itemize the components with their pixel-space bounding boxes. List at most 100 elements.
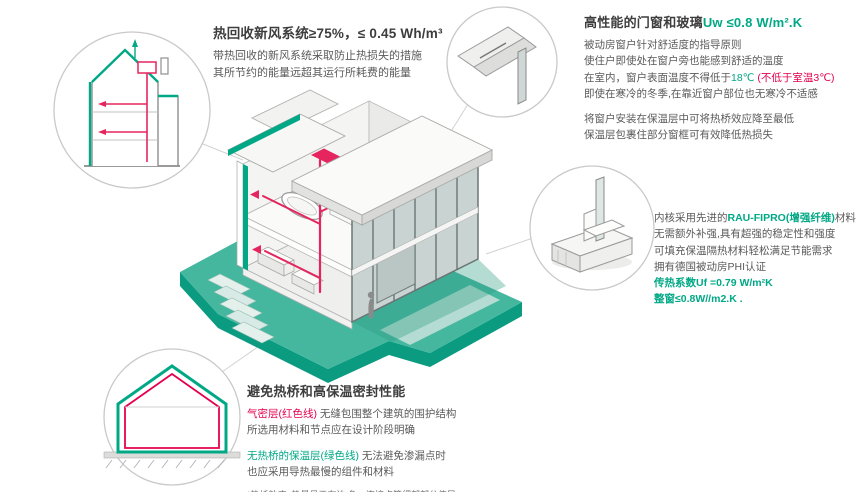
facade-floor-band — [351, 206, 479, 277]
airtight-layer-text: 无缝包围整个建筑的围护结构 — [317, 408, 457, 420]
hrv-body-line: 其所节约的能量远超其运行所耗费的能量 — [213, 67, 411, 80]
kitchen-island-front — [291, 273, 315, 295]
thermal-footnote: *热桥效应: 热量易于在边,角、连接点等细部部分传导 — [247, 489, 456, 492]
windows-temp-value: 18℃ — [731, 71, 755, 84]
flat-roof — [290, 115, 494, 226]
window-detail-inset-circle — [446, 6, 558, 118]
profile-frame — [582, 219, 626, 237]
hatch — [189, 459, 197, 469]
frame-detail-line — [479, 42, 507, 59]
exhaust-tip — [132, 39, 138, 47]
hrv-title: 热回收新风系统≥75%，≤ 0.45 Wh/m³ — [213, 26, 443, 41]
roof-top — [290, 115, 494, 216]
windows-body-line: 保温层包裹住部分窗框可有效降低热损失 — [584, 129, 773, 142]
window-profile-inset-circle — [529, 165, 655, 291]
insulation-layer-label: 无热桥的保温层(绿色线) — [247, 449, 359, 462]
hatch — [161, 459, 169, 469]
isometric-house-illustration — [180, 89, 522, 383]
windows-title-value: Uw ≤0.8 W/m².K — [702, 15, 803, 30]
paragraph-gap — [247, 439, 456, 448]
profile-material-text: 内核采用先进的 — [654, 212, 728, 224]
thermal-body-line: 无热桥的保温层(绿色线) 无法避免渗漏点时 — [247, 448, 456, 464]
insulation-green-line — [116, 364, 228, 454]
leader-line — [485, 237, 534, 255]
glass-facade — [351, 153, 479, 324]
bathtub-inner — [287, 196, 317, 216]
windows-body-line: 在室内，窗户表面温度不得低于18℃ (不低于室温3℃) — [584, 70, 835, 86]
windows-title-main: 高性能的门窗和玻璃 — [584, 15, 703, 30]
insulation-layer-text: 无法避免渗漏点时 — [359, 449, 446, 462]
hatch — [147, 459, 155, 469]
windows-body-line: 使住户即使处在窗户旁也能感到舒适的温度 — [584, 55, 784, 68]
hrv-ducts — [98, 61, 157, 162]
cut-wall-edge — [236, 160, 244, 269]
profile-body-line: 拥有德国被动房PHI认证 — [654, 260, 767, 273]
hrv-inset-circle — [53, 31, 211, 189]
leader-line — [221, 343, 263, 373]
exhaust-arrow — [132, 39, 138, 58]
hatch — [119, 459, 127, 469]
windows-body-line: 被动房窗户针对舒适度的指导原则 — [584, 39, 742, 51]
stairs — [207, 273, 275, 344]
thermal-body-line: 气密层(红色线) 无缝包围整个建筑的围护结构 — [247, 406, 456, 422]
duct-arrow — [252, 245, 261, 254]
hatch — [217, 459, 225, 469]
profile-section: 内核采用先进的RAU-FIPRO(增强纤维)材料 无需额外补强,具有超强的稳定性… — [654, 210, 856, 308]
hrv-unit — [137, 61, 157, 74]
ground-hatch — [105, 459, 225, 469]
hrv-section: 热回收新风系统≥75%，≤ 0.45 Wh/m³ 带热回收的新风系统采取防止热损… — [213, 22, 443, 82]
thermal-envelope-inset-circle — [103, 348, 241, 486]
person-body — [368, 298, 374, 318]
hrv-arrow — [98, 101, 106, 107]
duct-branch-upper-left — [262, 195, 321, 225]
profile-base-front-right — [579, 237, 633, 273]
profile-body-line: 可填充保温隔热材料轻松满足节能需求 — [654, 244, 833, 257]
profile-sash — [583, 208, 597, 242]
profile-material-suffix: 材料 — [834, 212, 856, 224]
chamber-lines — [557, 250, 567, 267]
hatch — [175, 459, 183, 469]
airtight-layer-label: 气密层(红色线) — [247, 408, 317, 420]
platform-terrace — [380, 285, 500, 345]
windows-temp-text: 在室内，窗户表面温度不得低于 — [584, 71, 731, 84]
panel-floating — [250, 89, 340, 133]
leader-line — [197, 141, 244, 161]
profile-uw-value: 整窗≤0.8W//m2.K . — [654, 293, 743, 306]
profile-body-line: 无需额外补强,具有超强的稳定性和强度 — [654, 228, 836, 241]
windows-body-line: 即使在寒冷的冬季,在靠近窗户部位也无寒冷不适感 — [584, 87, 818, 100]
profile-body-line: 内核采用先进的RAU-FIPRO(增强纤维)材料 — [654, 210, 856, 226]
paragraph-gap — [584, 102, 835, 111]
platform-front-edge — [218, 302, 522, 383]
duct-arrow — [250, 190, 259, 199]
insulation-band — [243, 164, 248, 271]
hrv-arrow — [98, 129, 106, 135]
platform-left-edge — [180, 272, 218, 328]
person-figure — [367, 291, 375, 318]
thermal-body-line: 也应采用导热最慢的组件和材料 — [247, 465, 394, 478]
thermal-body-line: 所选用材料和节点应在设计阶段明确 — [247, 424, 415, 437]
windows-section: 高性能的门窗和玻璃Uw ≤0.8 W/m².K 被动房窗户针对舒适度的指导原则 … — [584, 12, 835, 144]
windows-title: 高性能的门窗和玻璃Uw ≤0.8 W/m².K — [584, 12, 835, 31]
profile-uf-value: 传热系数Uf =0.79 W/m²K — [654, 277, 773, 290]
glazing-pane — [517, 47, 527, 105]
house-shadow — [352, 259, 506, 342]
hatch — [203, 459, 211, 469]
roof-panels — [226, 89, 347, 173]
thermal-section: 避免热桥和高保温密封性能 气密层(红色线) 无缝包围整个建筑的围护结构 所选用材… — [247, 381, 456, 492]
thermal-title: 避免热桥和高保温密封性能 — [247, 384, 406, 399]
profile-material-name: RAU-FIPRO(增强纤维) — [727, 212, 835, 224]
windows-body-line: 将窗户安装在保温层中可将热桥效应降至最低 — [584, 113, 794, 126]
stair-step — [231, 321, 275, 344]
hatch — [105, 459, 113, 469]
duct-branch-lower-left — [264, 250, 321, 279]
hatch — [133, 459, 141, 469]
frame-block — [473, 37, 537, 77]
windows-temp-note: (不低于室温3℃) — [754, 71, 835, 84]
ground-floor-edge — [242, 267, 353, 330]
panel-teal-stripe — [228, 114, 300, 156]
chimney — [160, 57, 169, 75]
airtight-red-line — [124, 372, 220, 449]
person-head — [367, 291, 375, 299]
